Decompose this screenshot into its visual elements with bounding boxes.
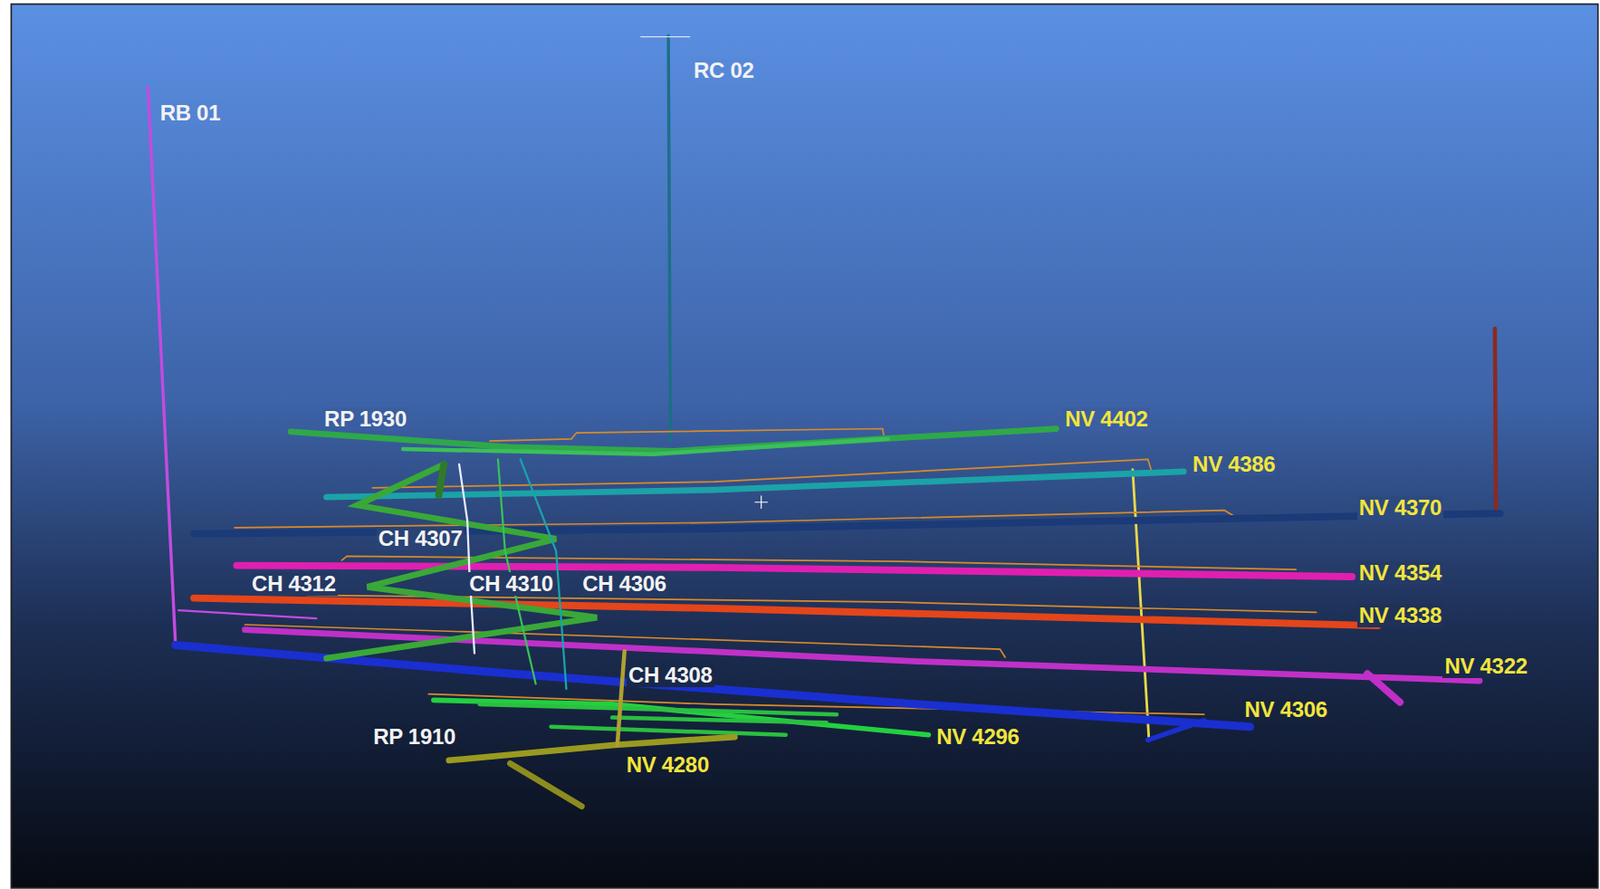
level-label: NV 4386 xyxy=(1190,452,1277,477)
level-label: NV 4296 xyxy=(934,725,1021,749)
level-label: NV 4402 xyxy=(1063,407,1150,432)
level-nv4306 xyxy=(1148,720,1205,740)
cursor-mark xyxy=(755,496,768,509)
working-label: CH 4308 xyxy=(626,663,715,688)
level-nv4296 xyxy=(433,699,930,735)
level-nv4402 xyxy=(402,439,888,455)
level-nv4386 xyxy=(326,471,1185,498)
ramp xyxy=(439,464,445,496)
level-label: NV 4338 xyxy=(1357,603,1444,628)
level-nv4322 xyxy=(244,630,1480,681)
level-label: NV 4370 xyxy=(1357,496,1444,520)
working-label: CH 4310 xyxy=(467,572,556,596)
level-nv4322 xyxy=(1367,673,1400,703)
raise-rb01 xyxy=(147,86,175,646)
working-label: RC 02 xyxy=(691,58,757,83)
viewport-background xyxy=(10,4,1598,889)
level-label: NV 4280 xyxy=(624,753,711,777)
underground-workings xyxy=(147,35,1500,806)
collar-mark xyxy=(641,36,690,38)
level-label: NV 4322 xyxy=(1442,654,1529,679)
raise-rc02 xyxy=(668,35,671,441)
level-nv4296 xyxy=(479,704,837,736)
level-label: NV 4306 xyxy=(1243,698,1330,722)
working-label: CH 4306 xyxy=(580,572,669,596)
connector-drive xyxy=(178,610,317,619)
working-label: CH 4312 xyxy=(249,572,338,596)
chimney xyxy=(459,464,475,654)
survey-line xyxy=(489,429,884,442)
working-label: CH 4307 xyxy=(376,526,465,551)
survey-line xyxy=(372,459,1151,489)
level-nv4280 xyxy=(509,763,582,806)
raise-yellow xyxy=(1132,469,1150,741)
chimney xyxy=(617,651,625,746)
level-nv4338 xyxy=(193,598,1378,626)
raise-right xyxy=(1494,328,1496,513)
working-label: RB 01 xyxy=(158,101,223,125)
working-label: RP 1910 xyxy=(371,725,458,749)
level-label: NV 4354 xyxy=(1357,561,1444,585)
working-label: RP 1930 xyxy=(322,407,409,432)
